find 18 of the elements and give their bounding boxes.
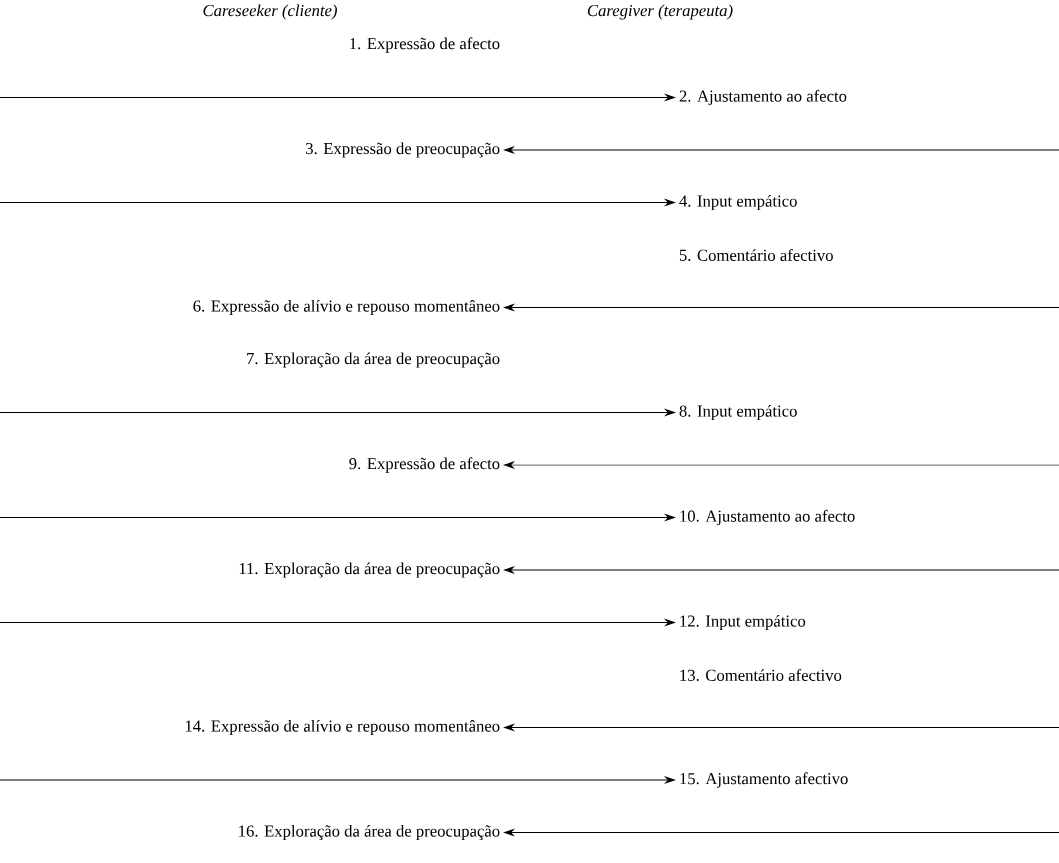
column-heading: Caregiver (terapeuta) [587,4,733,20]
step-text: 9. Expressão de afecto [349,457,500,473]
step-text: 14. Expressão de alívio e repouso momentâneo [185,719,500,736]
column-heading: Careseeker (cliente) [203,4,337,20]
step-text: 7. Exploração da área de preocupação [247,352,500,368]
step-text: 15. Ajustamento afectivo [680,772,848,788]
step-text: 4. Input empático [679,194,797,211]
step-text: 13. Comentário afectivo [680,669,842,681]
step-text: 16. Exploração da área de preocupação [239,824,500,841]
step-text: 8. Input empático [679,404,797,421]
step-text: 10. Ajustamento ao afecto [680,509,855,526]
step-text: 2. Ajustamento ao afecto [679,89,847,106]
step-text: 1. Expressão de afecto [350,37,500,53]
step-text: 6. Expressão de alívio e repouso momentâneo [193,299,500,316]
step-text: 3. Expressão de preocupação [306,142,500,158]
step-text: 11. Exploração da área de preocupação [239,562,500,578]
step-text: 12. Input empático [680,614,806,631]
step-text: 5. Comentário afectivo [679,249,833,261]
